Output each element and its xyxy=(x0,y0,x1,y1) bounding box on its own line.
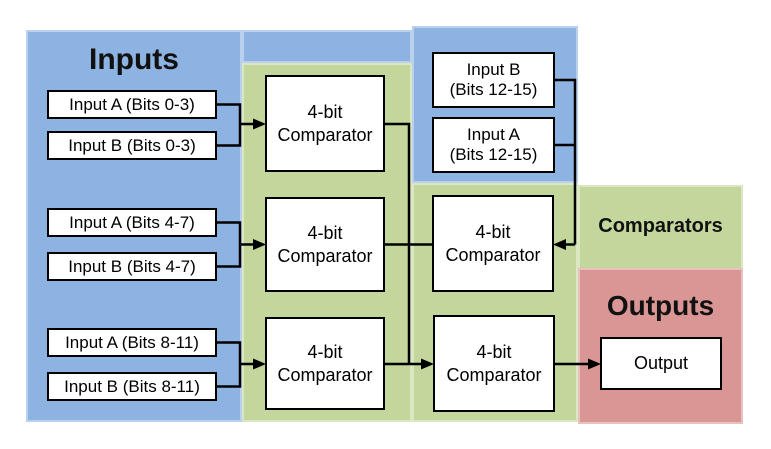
node-label-line1: Input A xyxy=(467,125,520,144)
node-input-b-4-7: Input B (Bits 4-7) xyxy=(47,252,217,281)
node-input-b-8-11: Input B (Bits 8-11) xyxy=(47,372,217,401)
node-label-line1: 4-bit xyxy=(476,341,512,362)
node-label: Input A (Bits 4-7) xyxy=(69,212,195,232)
node-label-line2: Comparator xyxy=(446,364,542,385)
node-comparator-3: 4-bit Comparator xyxy=(265,317,385,410)
node-input-a-0-3: Input A (Bits 0-3) xyxy=(47,90,217,119)
node-label-line1: 4-bit xyxy=(307,101,343,122)
node-label-line1: 4-bit xyxy=(307,222,343,243)
node-comparator-4: 4-bit Comparator xyxy=(432,195,554,292)
node-label: Input B (Bits 4-7) xyxy=(68,256,196,276)
node-label-line2: Comparator xyxy=(277,364,373,385)
comparators-title: Comparators xyxy=(598,215,723,237)
node-label-line2: (Bits 12-15) xyxy=(449,145,538,164)
node-label: Input A (Bits 8-11) xyxy=(65,332,199,352)
node-input-b-0-3: Input B (Bits 0-3) xyxy=(47,131,217,160)
inputs-title: Inputs xyxy=(89,43,179,76)
node-label-line2: (Bits 12-15) xyxy=(449,80,538,99)
node-label-line2: Comparator xyxy=(277,245,373,266)
node-label-line2: Comparator xyxy=(277,124,373,145)
node-label: Output xyxy=(633,353,689,373)
node-comparator-5: 4-bit Comparator xyxy=(433,315,555,412)
node-input-b-12-15: Input B (Bits 12-15) xyxy=(432,52,555,108)
node-comparator-2: 4-bit Comparator xyxy=(265,197,385,292)
node-label-line1: 4-bit xyxy=(475,221,511,242)
node-label: Input A (Bits 0-3) xyxy=(69,94,195,114)
node-label-line2: Comparator xyxy=(445,244,541,265)
node-comparator-1: 4-bit Comparator xyxy=(265,75,385,172)
outputs-title: Outputs xyxy=(606,290,715,321)
node-output: Output xyxy=(600,337,722,390)
node-input-a-4-7: Input A (Bits 4-7) xyxy=(47,208,217,237)
node-input-a-8-11: Input A (Bits 8-11) xyxy=(47,328,217,357)
node-label: Input B (Bits 0-3) xyxy=(68,135,196,155)
inputs-region-top-strip xyxy=(242,30,412,63)
node-label-line1: Input B xyxy=(466,60,521,79)
node-input-a-12-15: Input A (Bits 12-15) xyxy=(432,117,555,173)
node-label-line1: 4-bit xyxy=(307,341,343,362)
node-label: Input B (Bits 8-11) xyxy=(64,376,200,396)
